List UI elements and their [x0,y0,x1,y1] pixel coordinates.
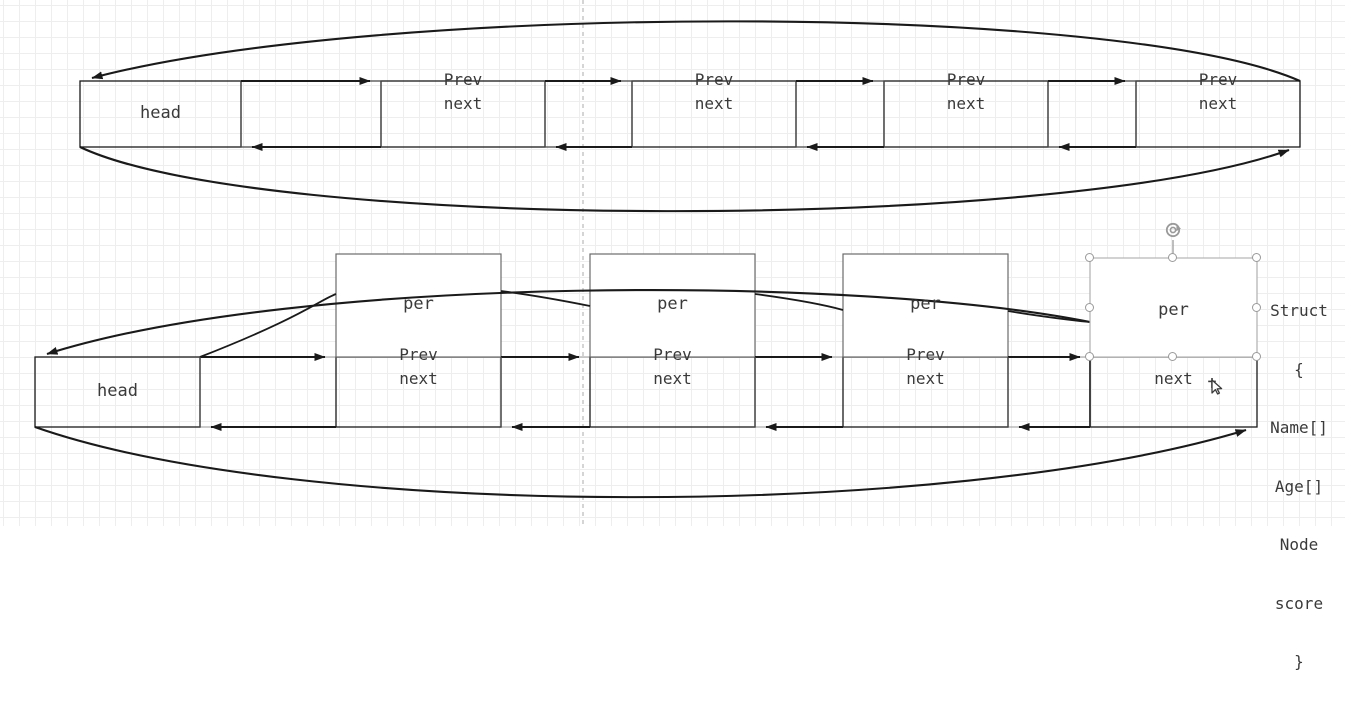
resize-handle-s[interactable] [1168,352,1177,361]
resize-handle-e[interactable] [1252,303,1261,312]
bottom-wraparound-prev-arc [46,289,1091,356]
top-node-cell[interactable] [380,80,546,148]
resize-handle-se[interactable] [1252,352,1261,361]
struct-note-line: } [1294,652,1304,672]
bottom-payload-box-selected[interactable] [1089,257,1258,358]
top-node-cell[interactable] [1135,80,1301,148]
struct-note-line: score [1274,593,1324,613]
top-list-group[interactable] [79,20,1301,213]
resize-handle-w[interactable] [1085,303,1094,312]
resize-handle-ne[interactable] [1252,253,1261,262]
top-node-cell[interactable] [883,80,1049,148]
bottom-head-cell[interactable] [34,356,201,428]
bottom-node-cell[interactable] [842,356,1009,428]
resize-handle-nw[interactable] [1085,253,1094,262]
top-link-box[interactable] [240,77,382,151]
bottom-node-cell-selected[interactable] [1089,356,1258,428]
bottom-list-group[interactable] [34,253,1258,499]
top-link-box[interactable] [1047,77,1137,151]
bottom-node-cell[interactable] [335,356,502,428]
move-cursor-icon [1205,375,1231,401]
top-wraparound-prev-arc [91,20,1301,82]
diagram-vector-layer [34,0,1301,526]
struct-note-line: Node [1279,535,1319,555]
bottom-wraparound-next-arc [34,426,1247,499]
top-link-box[interactable] [795,77,885,151]
top-link-box[interactable] [544,77,633,151]
bottom-node-cell[interactable] [589,356,756,428]
resize-handle-n[interactable] [1168,253,1177,262]
bottom-payload-box[interactable] [335,253,502,358]
rotate-icon[interactable] [1164,221,1182,239]
diagram-canvas[interactable]: head Prev next Prev next Prev next Prev … [0,0,1345,671]
top-wraparound-next-arc [79,146,1290,213]
top-head-cell[interactable] [79,80,242,148]
resize-handle-sw[interactable] [1085,352,1094,361]
bottom-payload-box[interactable] [589,253,756,358]
top-node-cell[interactable] [631,80,797,148]
